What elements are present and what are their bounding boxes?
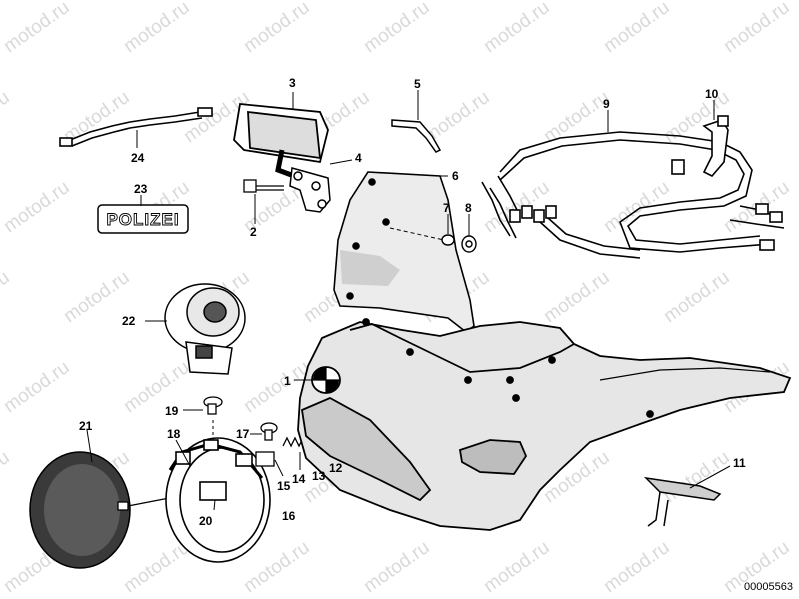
part-18-headlamp-ring	[165, 437, 271, 563]
callout-1: 1	[284, 374, 291, 388]
part-19-screw	[183, 396, 223, 440]
callout-14: 14	[292, 472, 306, 486]
part-9-wiring-harness	[481, 110, 785, 259]
callout-11: 11	[733, 456, 746, 470]
callout-6: 6	[452, 169, 459, 183]
part-6-windscreen	[333, 171, 475, 334]
part-21-headlamp-lens	[29, 429, 131, 569]
callout-8: 8	[465, 201, 472, 215]
callout-15: 15	[277, 479, 291, 493]
callout-13: 13	[312, 469, 326, 483]
callout-17: 17	[236, 427, 250, 441]
callout-10: 10	[705, 87, 719, 101]
part-10-clamp	[702, 100, 729, 177]
part-2-screw	[243, 179, 284, 224]
callout-3: 3	[289, 76, 296, 90]
part-23-emblem: POLIZEI	[97, 195, 189, 234]
callout-4: 4	[355, 151, 362, 165]
part-11-bracket	[643, 465, 731, 527]
part-4-mirror-bracket	[289, 159, 353, 213]
callout-22: 22	[122, 314, 136, 328]
callout-2: 2	[250, 225, 257, 239]
emblem-text: POLIZEI	[106, 210, 179, 229]
callout-23: 23	[134, 182, 148, 196]
part-7-washer	[441, 214, 455, 246]
callout-18: 18	[167, 427, 181, 441]
callout-5: 5	[414, 77, 421, 91]
callout-labels: 1 2 3 4 5 6 7 8 9 10 11 12 13 14 15 16 1…	[79, 76, 746, 528]
part-5-strip	[391, 90, 442, 153]
callout-9: 9	[603, 97, 610, 111]
part-3-mirror	[233, 92, 329, 179]
callout-21: 21	[79, 419, 93, 433]
callout-12: 12	[329, 461, 343, 475]
callout-19: 19	[165, 404, 179, 418]
callout-7: 7	[443, 201, 450, 215]
part-24-cable	[59, 107, 213, 148]
part-22-lamp-housing	[145, 283, 246, 375]
part-15-clip	[255, 451, 284, 477]
callout-24: 24	[131, 151, 145, 165]
part-1-fairing	[294, 318, 792, 531]
part-17-screw	[250, 422, 278, 441]
reference-number: 00005563	[744, 581, 793, 593]
callout-20: 20	[199, 514, 213, 528]
callout-16: 16	[282, 509, 296, 523]
part-8-nut	[461, 214, 477, 253]
